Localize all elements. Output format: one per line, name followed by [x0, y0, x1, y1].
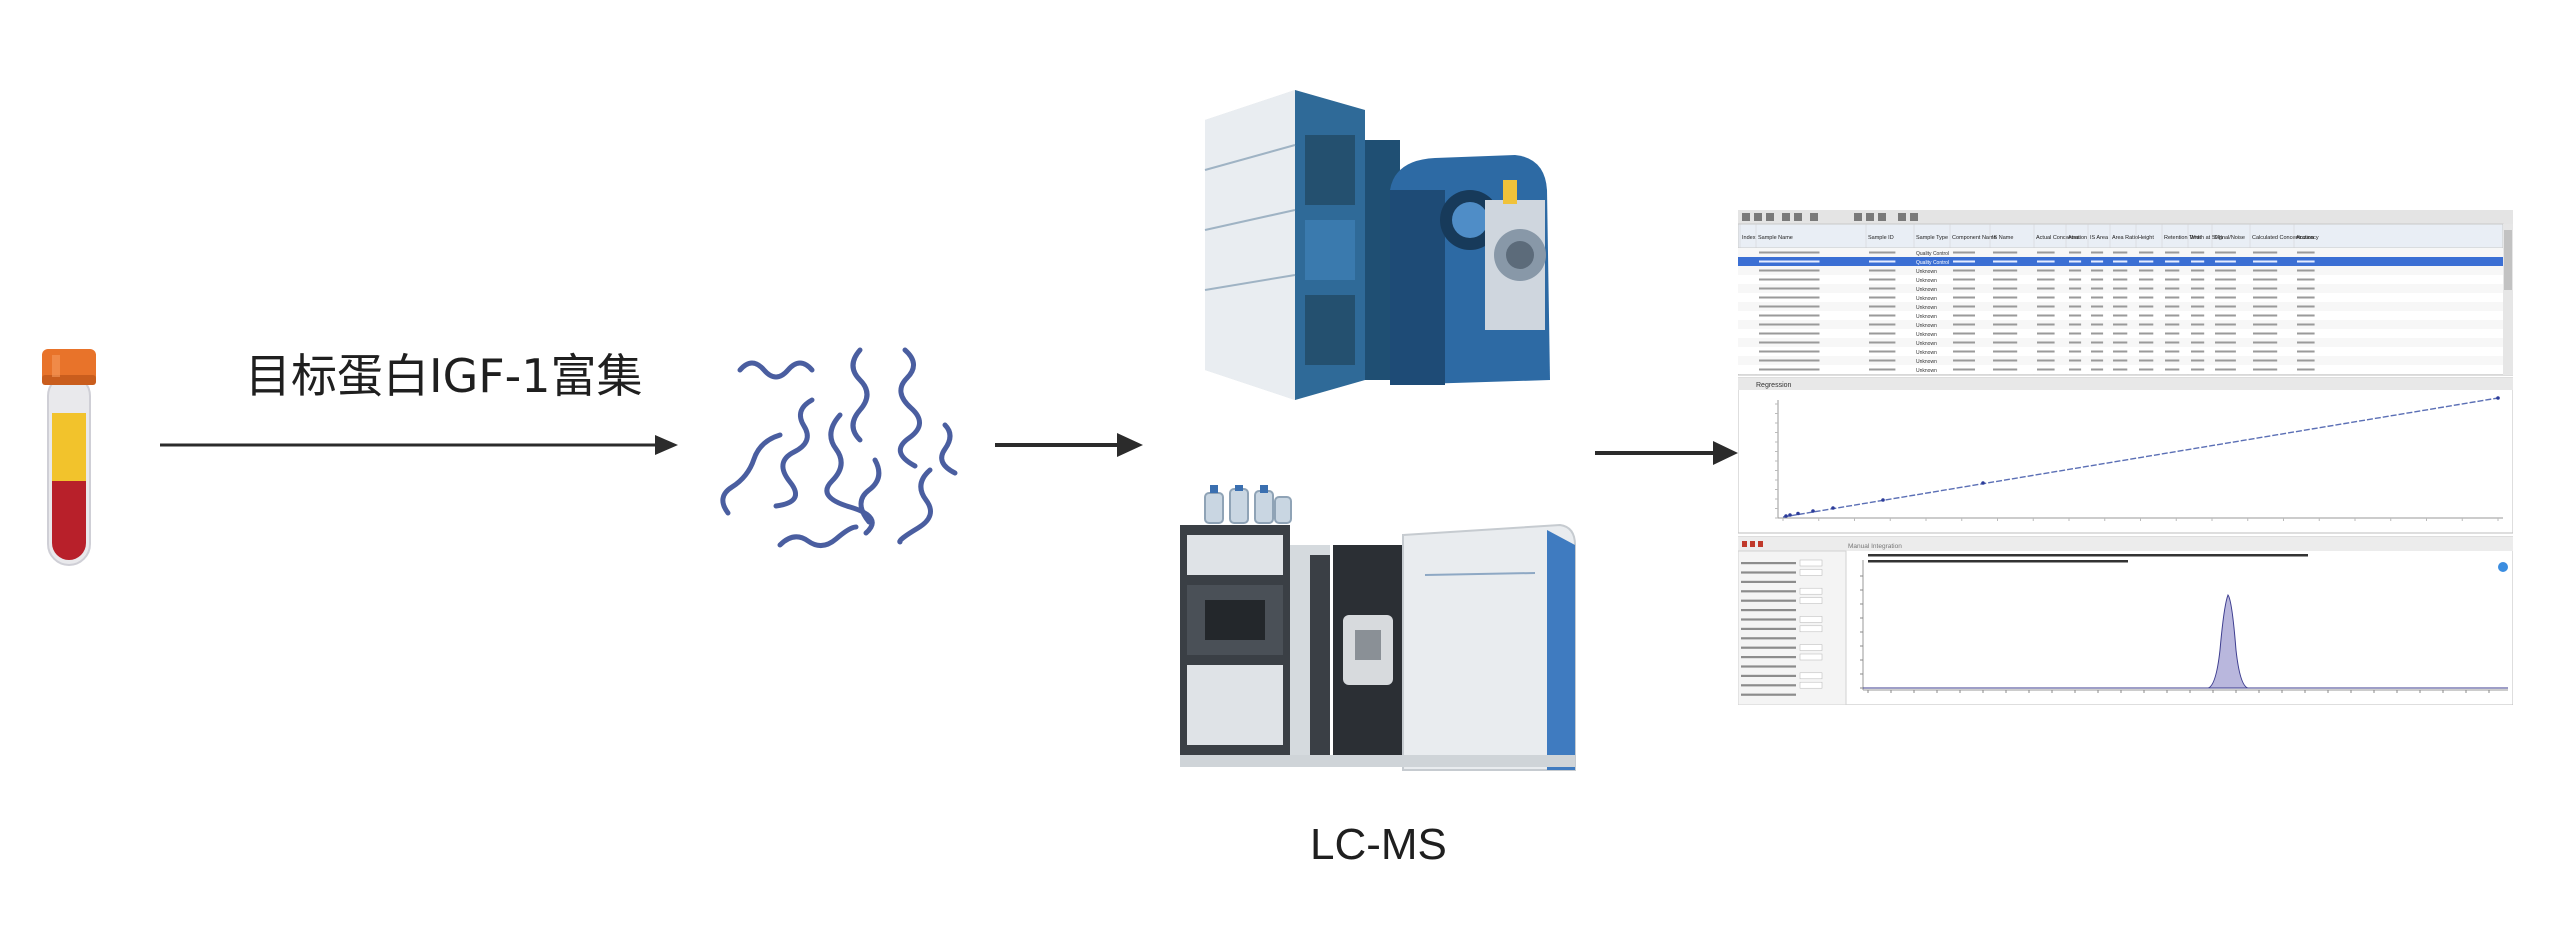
- sample-type-cell: Unknown: [1916, 341, 1937, 347]
- table-header-cell: Accuracy: [2296, 235, 2319, 241]
- table-header-cell: IS Name: [1992, 235, 2013, 241]
- sample-type-cell: Unknown: [1916, 296, 1937, 302]
- sample-type-cell: Unknown: [1916, 287, 1937, 293]
- table-header-cell: Index: [1742, 235, 1756, 241]
- calibration-point: [1796, 511, 1800, 516]
- mass-spectrometer-image: [1204, 90, 1550, 400]
- table-header-cell: IS Area: [2090, 235, 2109, 241]
- calibration-point: [1831, 506, 1835, 510]
- table-header-cell: Actual Concentration: [2036, 235, 2087, 241]
- blood-tube-icon: [42, 349, 96, 566]
- table-header-cell: Height: [2138, 235, 2154, 241]
- sample-type-cell: Unknown: [1916, 332, 1937, 338]
- arrow-1-icon: [160, 435, 678, 455]
- table-header-cell: Calculated Concentration: [2252, 235, 2314, 241]
- table-header-cell: Signal/Noise: [2214, 235, 2245, 241]
- sample-type-cell: Unknown: [1916, 323, 1937, 329]
- table-header-cell: Component Name: [1952, 235, 1997, 241]
- calibration-point: [1981, 481, 1985, 485]
- calibration-point: [2496, 396, 2500, 400]
- table-header-cell: Area: [2068, 235, 2081, 241]
- regression-title: Regression: [1756, 382, 1792, 389]
- calibration-point: [1784, 514, 1788, 518]
- sample-type-cell: Unknown: [1916, 368, 1937, 374]
- sample-type-cell: Unknown: [1916, 359, 1937, 365]
- table-header-cell: Retention Time: [2164, 235, 2201, 241]
- protein-squiggles-icon: [720, 347, 958, 548]
- calibration-point: [1811, 509, 1815, 513]
- sample-type-cell: Quality Control: [1916, 251, 1949, 257]
- arrow-2-icon: [995, 433, 1143, 457]
- calibration-point: [1788, 513, 1792, 517]
- arrow-3-icon: [1595, 441, 1738, 465]
- table-header-cell: Area Ratio: [2112, 235, 2138, 241]
- table-header-cell: Width at 50%: [2190, 235, 2223, 241]
- calibration-plot: Regression: [1737, 377, 2514, 534]
- table-header-cell: Sample Name: [1758, 235, 1793, 241]
- table-header-cell: Sample Type: [1916, 235, 1948, 241]
- sample-type-cell: Quality Control: [1916, 260, 1949, 266]
- table-header-cell: Sample ID: [1868, 235, 1894, 241]
- lc-ms-instrument-image: [1180, 485, 1576, 771]
- sample-type-cell: Unknown: [1916, 350, 1937, 356]
- chromatogram-panel: Manual Integration: [1737, 536, 2514, 706]
- sample-type-cell: Unknown: [1916, 305, 1937, 311]
- sample-type-cell: Unknown: [1916, 269, 1937, 275]
- sample-type-cell: Unknown: [1916, 314, 1937, 320]
- sample-type-cell: Unknown: [1916, 278, 1937, 284]
- enrichment-step-label: 目标蛋白IGF-1富集: [245, 349, 643, 403]
- instrument-label: LC-MS: [1310, 820, 1447, 869]
- integration-mode: Manual Integration: [1848, 543, 1902, 550]
- calibration-point: [1881, 498, 1885, 502]
